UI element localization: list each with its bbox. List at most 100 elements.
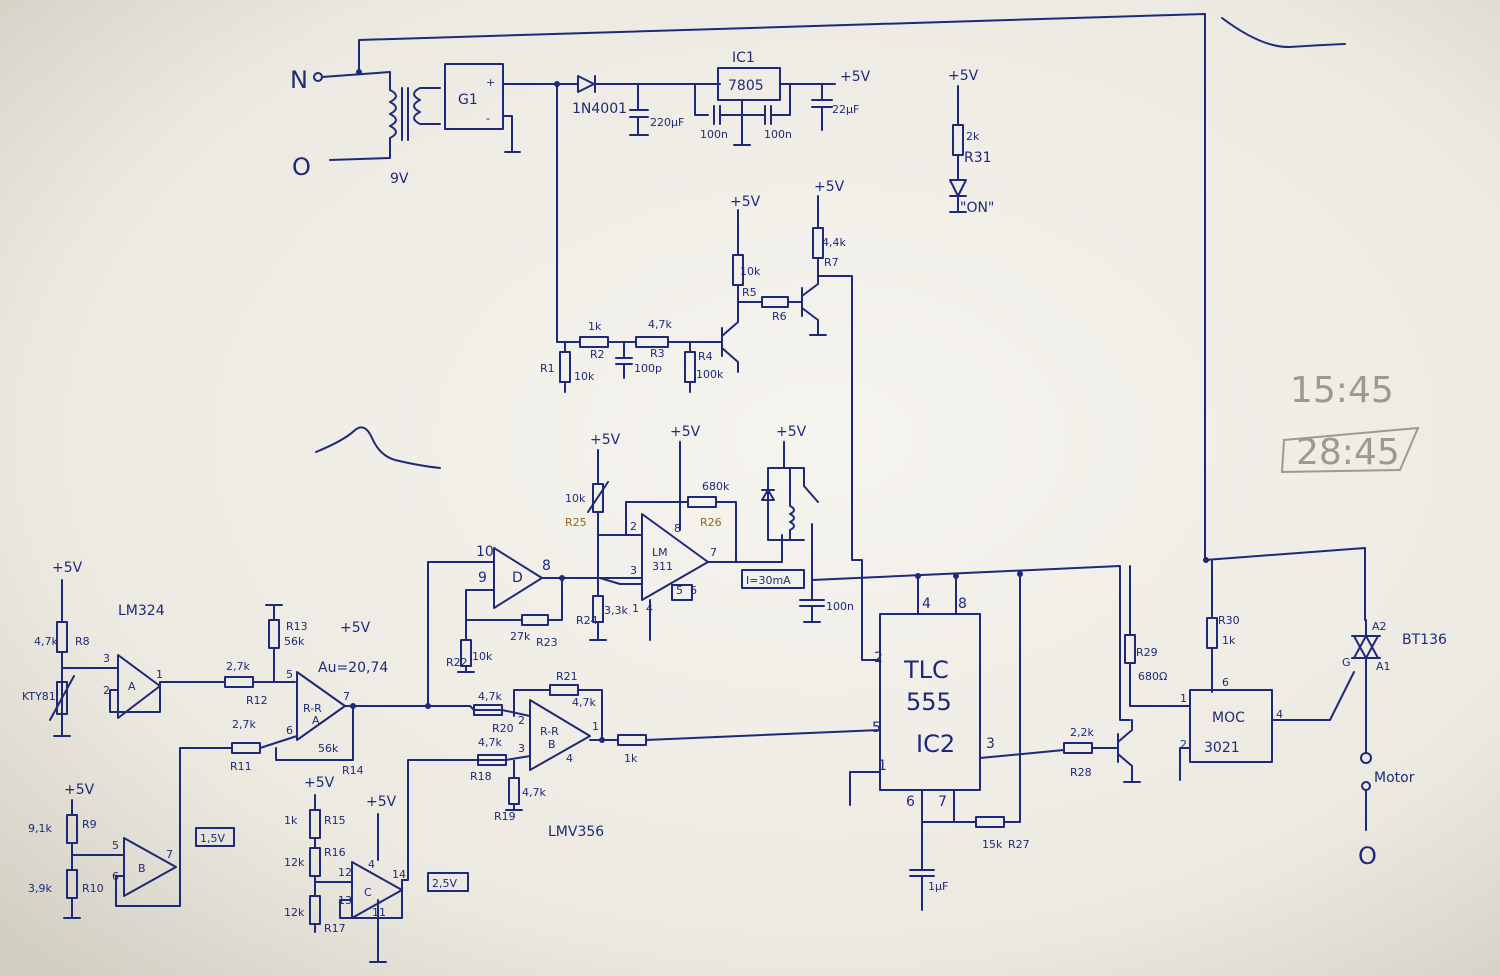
opamp-ra-label2: A bbox=[312, 714, 320, 727]
r26-ref: R26 bbox=[700, 516, 722, 529]
r-out-1k: 1k bbox=[624, 752, 638, 765]
mains-o-label: O bbox=[292, 153, 311, 181]
opamp-d-pin10: 10 bbox=[476, 544, 494, 560]
r25-5v: +5V bbox=[590, 432, 621, 448]
r11-ref: R11 bbox=[230, 760, 252, 773]
triac-a1: A1 bbox=[1376, 660, 1391, 673]
reference-c-section: +5V 1k R15 12k R16 12k R17 +5V 12 13 14 … bbox=[284, 759, 479, 963]
r21-ref: R21 bbox=[556, 670, 578, 683]
r4-value: 100k bbox=[696, 368, 724, 381]
led-5v-label: +5V bbox=[948, 68, 979, 84]
r12-ref: R12 bbox=[246, 694, 268, 707]
ntc-kty81 bbox=[56, 681, 68, 715]
opamp-rr-b-label: B bbox=[548, 738, 556, 751]
opamp-c-label: C bbox=[364, 886, 372, 899]
opamp-d-label: D bbox=[512, 570, 523, 586]
r12-value: 2,7k bbox=[226, 660, 250, 673]
opamp-ra bbox=[296, 671, 346, 741]
output-stage-section: 2,2k R28 R29 680Ω R30 1k MOC 3021 1 2 6 … bbox=[1063, 547, 1447, 870]
opamp-rr-pin4: 4 bbox=[566, 752, 573, 765]
moc-pin6: 6 bbox=[1222, 676, 1229, 689]
r11-value: 2,7k bbox=[232, 718, 256, 731]
zero-cross-section: R1 10k 1k R2 100p 4,7k R3 R4 100k +5V 10… bbox=[540, 81, 881, 661]
r24-ref: R24 bbox=[576, 614, 598, 627]
opamp-b-pin5: 5 bbox=[112, 839, 119, 852]
tlc555-label-3: IC2 bbox=[916, 730, 955, 758]
r13-ref: R13 bbox=[286, 620, 308, 633]
regulator-ref: IC1 bbox=[732, 50, 755, 66]
regulator-part: 7805 bbox=[728, 78, 764, 94]
r4-ref: R4 bbox=[698, 350, 713, 363]
lm311-5v: +5V bbox=[670, 424, 701, 440]
opamp-rr-label: R-R bbox=[540, 725, 559, 738]
r15-value: 1k bbox=[284, 814, 298, 827]
opamp-ra-pin5: 5 bbox=[286, 668, 293, 681]
comparator-d-section: 10 9 8 D R22 10k 27k R23 bbox=[427, 544, 643, 707]
led-resistor-value: 2k bbox=[966, 130, 980, 143]
gain-label: Au=20,74 bbox=[318, 660, 388, 676]
q1-5v-label: +5V bbox=[730, 194, 761, 210]
opamp-a-label: A bbox=[128, 680, 136, 693]
r7-ref: R7 bbox=[824, 256, 839, 269]
out-cap-value: 22µF bbox=[832, 103, 859, 116]
rectifier-g1-label: G1 bbox=[458, 92, 478, 108]
supply-5v-label: +5V bbox=[840, 69, 871, 85]
power-supply-section: N O 9V G1 + - 1N4001 220µF IC1 7805 100n… bbox=[290, 13, 1346, 561]
lm311-pin6: 6 bbox=[690, 584, 697, 597]
r17-value: 12k bbox=[284, 906, 305, 919]
ref-b-voltage: 1,5V bbox=[200, 832, 225, 845]
r5-value: 10k bbox=[740, 265, 761, 278]
r7-value: 4,4k bbox=[822, 236, 846, 249]
opamp-a-pin3: 3 bbox=[103, 652, 110, 665]
lm324-label: LM324 bbox=[118, 603, 165, 619]
opamp-rr-pin3: 3 bbox=[518, 742, 525, 755]
pencil-notes: 15:45 28:45 bbox=[315, 370, 1420, 474]
triac-bt136 bbox=[1351, 619, 1381, 753]
r19-ref: R19 bbox=[494, 810, 516, 823]
relay-cap-value: 100n bbox=[826, 600, 854, 613]
sensor-5v-label: +5V bbox=[52, 560, 83, 576]
time-note-box bbox=[1280, 426, 1420, 474]
opamp-b-pin7: 7 bbox=[166, 848, 173, 861]
opamp-rr-pin2: 2 bbox=[518, 714, 525, 727]
r23-value: 27k bbox=[510, 630, 531, 643]
lm311-pin2: 2 bbox=[630, 520, 637, 533]
relay-driver-section: +5V 10k R25 3,3k R24 680k R26 LM 311 2 3… bbox=[565, 424, 1131, 721]
r17-ref: R17 bbox=[324, 922, 346, 935]
lmv356-label: LMV356 bbox=[548, 824, 604, 840]
triac-a2: A2 bbox=[1372, 620, 1387, 633]
tlc555-pin1: 1 bbox=[878, 758, 887, 774]
r25-ref: R25 bbox=[565, 516, 587, 529]
ref-b-voltage-box bbox=[195, 827, 235, 847]
lm311-pin7: 7 bbox=[710, 546, 717, 559]
triac-label: BT136 bbox=[1402, 632, 1447, 648]
opamp-b-label: B bbox=[138, 862, 146, 875]
triac-g: G bbox=[1342, 656, 1351, 669]
opamp-d bbox=[493, 547, 543, 609]
tlc555-label-1: TLC bbox=[903, 656, 949, 684]
opamp-a-pin1: 1 bbox=[156, 668, 163, 681]
tlc555-pin6: 6 bbox=[906, 794, 915, 810]
r19-value: 4,7k bbox=[522, 786, 546, 799]
relay-5v: +5V bbox=[776, 424, 807, 440]
cap-100n-a: 100n bbox=[700, 128, 728, 141]
lm311-pin8: 8 bbox=[674, 522, 681, 535]
power-led-section: +5V 2k R31 "ON" bbox=[948, 68, 994, 216]
rectifier-plus: + bbox=[486, 76, 495, 89]
r9-value: 9,1k bbox=[28, 822, 52, 835]
r3-ref: R3 bbox=[650, 347, 665, 360]
tlc555-pin3: 3 bbox=[986, 736, 995, 752]
opamp-rr-pin1: 1 bbox=[592, 720, 599, 733]
r21-value: 4,7k bbox=[572, 696, 596, 709]
ref-c-5v-b: +5V bbox=[366, 794, 397, 810]
opamp-b-pin6: 6 bbox=[112, 870, 119, 883]
diode-label: 1N4001 bbox=[572, 101, 627, 117]
bulk-cap-value: 220µF bbox=[650, 116, 684, 129]
r10-value: 3,9k bbox=[28, 882, 52, 895]
opamp-ra-pin6: 6 bbox=[286, 724, 293, 737]
r28-value: 2,2k bbox=[1070, 726, 1094, 739]
moc-pin4: 4 bbox=[1276, 708, 1283, 721]
r23-ref: R23 bbox=[536, 636, 558, 649]
tlc555-pin7: 7 bbox=[938, 794, 947, 810]
